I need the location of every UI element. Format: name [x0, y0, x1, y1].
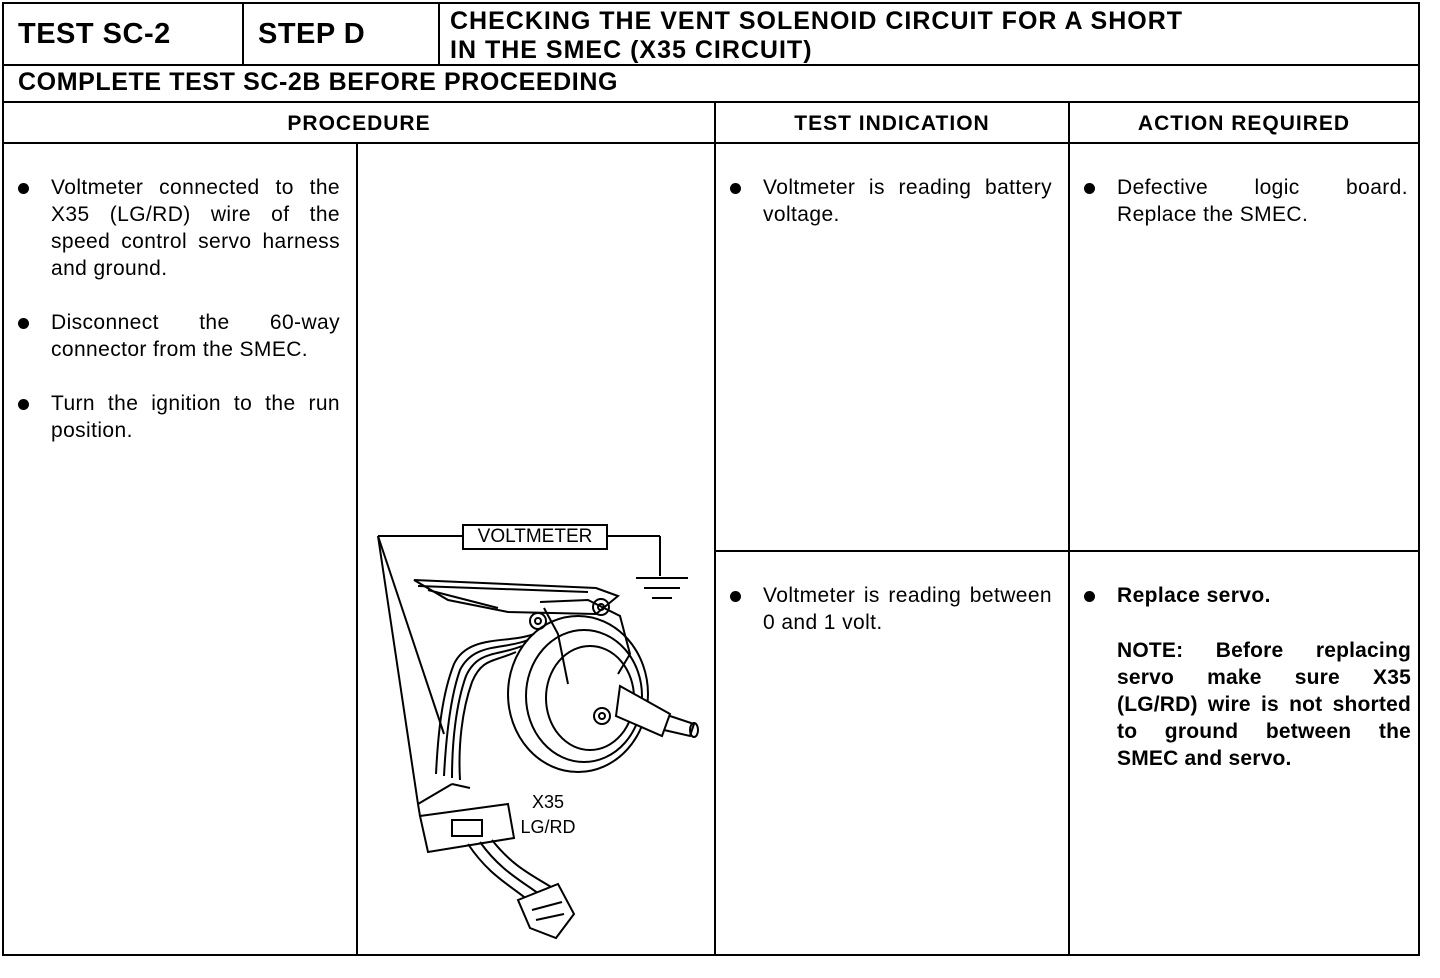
divider	[4, 64, 1418, 66]
action-required-2: Replace servo.	[1084, 582, 1410, 635]
column-header-procedure: PROCEDURE	[287, 112, 431, 135]
wire-label: X35 LG/RD	[520, 792, 576, 837]
bullet-icon	[1084, 591, 1095, 602]
bullet-icon	[18, 318, 29, 329]
bullet-icon	[730, 183, 741, 194]
divider	[1068, 101, 1070, 956]
speed-control-servo-illustration	[377, 535, 699, 940]
note-label: NOTE:	[1117, 639, 1184, 662]
list-item: Defective logic board. Replace the SMEC.	[1084, 174, 1408, 228]
divider	[4, 101, 1418, 103]
complete-notice: COMPLETE TEST SC-2B BEFORE PROCEEDING	[18, 68, 619, 96]
voltmeter-label: VOLTMETER	[477, 526, 593, 547]
note-paragraph: NOTE: Before replacing servo make sure X…	[1117, 637, 1411, 772]
list-item: Turn the ignition to the run position.	[18, 390, 340, 444]
procedure-list: Voltmeter connected to the X35 (LG/RD) w…	[18, 174, 340, 471]
action-required-1: Defective logic board. Replace the SMEC.	[1084, 174, 1408, 255]
note-text: Before replacing servo make sure X35 (LG…	[1117, 639, 1411, 770]
list-item: Voltmeter is reading between 0 and 1 vol…	[730, 582, 1052, 636]
title-line-2: IN THE SMEC (X35 CIRCUIT)	[450, 36, 813, 64]
divider	[356, 142, 358, 956]
test-procedure-sheet: TEST SC-2 STEP D CHECKING THE VENT SOLEN…	[2, 2, 1420, 956]
servo-figure: VOLTMETER X35 LG/RD	[358, 504, 714, 954]
page-title: CHECKING THE VENT SOLENOID CIRCUIT FOR A…	[450, 7, 1183, 65]
step-label: STEP D	[258, 18, 366, 50]
test-label: TEST SC-2	[18, 18, 171, 50]
list-item: Voltmeter connected to the X35 (LG/RD) w…	[18, 174, 340, 282]
divider	[714, 550, 1418, 552]
test-indication-2: Voltmeter is reading between 0 and 1 vol…	[730, 582, 1052, 663]
test-indication-1: Voltmeter is reading battery voltage.	[730, 174, 1052, 255]
list-item: Disconnect the 60-way connector from the…	[18, 309, 340, 363]
bullet-icon	[730, 591, 741, 602]
divider	[242, 4, 244, 66]
voltmeter-label-box: VOLTMETER	[462, 524, 608, 550]
bullet-icon	[1084, 183, 1095, 194]
divider	[4, 142, 1418, 144]
list-item: Replace servo.	[1084, 582, 1410, 609]
bullet-icon	[18, 183, 29, 194]
divider	[714, 101, 716, 956]
title-line-1: CHECKING THE VENT SOLENOID CIRCUIT FOR A…	[450, 7, 1184, 35]
column-header-action-required: ACTION REQUIRED	[1137, 112, 1351, 135]
bullet-icon	[18, 399, 29, 410]
divider	[438, 4, 440, 66]
column-header-test-indication: TEST INDICATION	[794, 112, 990, 135]
list-item: Voltmeter is reading battery voltage.	[730, 174, 1052, 228]
